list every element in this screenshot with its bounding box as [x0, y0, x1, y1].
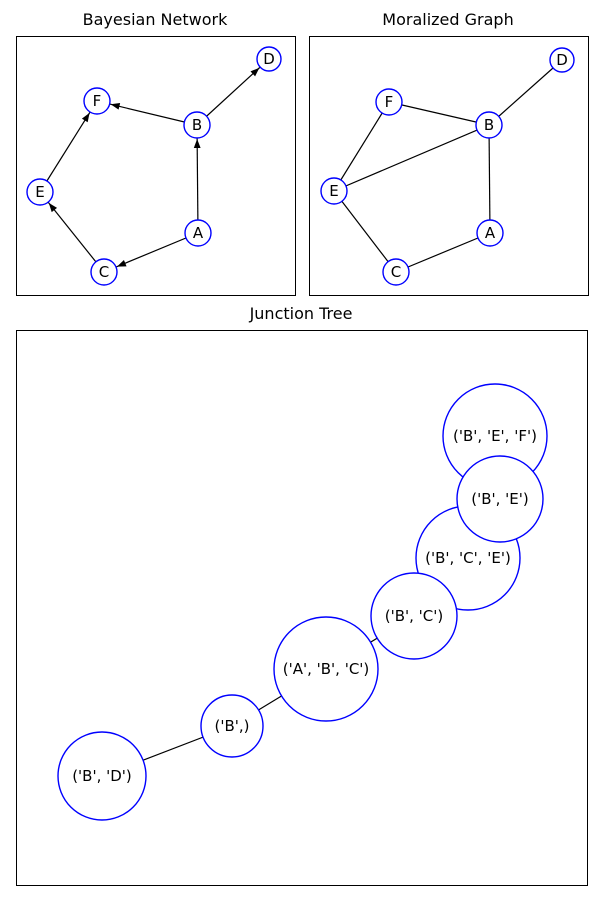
graph-node-BD[interactable]	[57, 731, 147, 821]
graph-node-BC[interactable]	[370, 572, 458, 660]
graph-node-B[interactable]	[200, 694, 264, 758]
graph-node-D[interactable]	[256, 46, 282, 72]
graph-node-B[interactable]	[183, 111, 211, 139]
graph-node-label-D: D	[263, 50, 275, 68]
graph-node-A[interactable]	[184, 219, 212, 247]
bayesian-network-title: Bayesian Network	[82, 10, 228, 29]
edge-B-E	[333, 124, 490, 192]
edge-A-C	[395, 232, 491, 273]
graph-node-B[interactable]	[475, 111, 503, 139]
graph-node-A[interactable]	[476, 219, 504, 247]
bayesian-network-subplot: Bayesian Network A B C D E F	[16, 10, 296, 296]
graph-node-label-C: C	[391, 263, 401, 281]
graph-node-label-BD: ('B', 'D')	[72, 767, 132, 785]
graph-node-label-C: C	[99, 263, 109, 281]
graph-node-C[interactable]	[382, 258, 410, 286]
graph-node-label-B: B	[192, 116, 202, 134]
arrowhead-B-F	[110, 103, 121, 110]
graph-node-label-A: A	[485, 224, 496, 242]
edge-B-F	[388, 101, 490, 126]
arrowhead-A-B	[193, 138, 201, 149]
junction-tree-subplot: Junction Tree ('B', 'E', 'F') ('B', 'C', …	[16, 304, 588, 886]
moralized-graph-graph: A B C D E F	[320, 47, 575, 286]
graph-node-label-E: E	[35, 183, 44, 201]
graph-node-label-B: B	[484, 116, 494, 134]
arrowhead-C-E	[48, 202, 58, 213]
edge-C-E	[333, 190, 397, 273]
graph-node-label-F: F	[385, 93, 394, 111]
arrowhead-B-D	[250, 67, 260, 77]
graph-node-label-ABC: ('A', 'B', 'C')	[283, 660, 370, 678]
graph-node-label-BEF: ('B', 'E', 'F')	[453, 427, 537, 445]
junction-tree-graph: ('B', 'E', 'F') ('B', 'C', 'E') ('B', 'E')…	[57, 383, 548, 821]
graph-node-D[interactable]	[549, 47, 575, 73]
graph-node-BE[interactable]	[456, 455, 544, 543]
graph-node-F[interactable]	[375, 88, 403, 116]
graph-node-E[interactable]	[320, 177, 348, 205]
edge-A-B	[488, 124, 491, 234]
graph-node-label-BE: ('B', 'E')	[471, 490, 529, 508]
graph-node-label-A: A	[193, 224, 204, 242]
graph-node-E[interactable]	[26, 178, 54, 206]
graph-node-label-D: D	[556, 51, 568, 69]
bayesian-network-plot-area: A B C D E F	[16, 36, 296, 296]
graph-node-label-BCE: ('B', 'C', 'E')	[425, 549, 511, 567]
arrowhead-A-C	[116, 260, 127, 267]
arrowhead-E-F	[81, 112, 90, 123]
bayesian-network-graph: A B C D E F	[26, 46, 282, 286]
graph-node-label-F: F	[93, 92, 102, 110]
graph-node-label-E: E	[329, 182, 338, 200]
graph-node-label-BC: ('B', 'C')	[385, 607, 444, 625]
graph-node-label-B: ('B',)	[214, 717, 249, 735]
graph-node-ABC[interactable]	[273, 616, 379, 722]
moralized-graph-title: Moralized Graph	[382, 10, 514, 29]
edge-B-D	[488, 59, 563, 126]
junction-tree-title: Junction Tree	[249, 304, 353, 323]
graph-node-F[interactable]	[83, 87, 111, 115]
graph-node-C[interactable]	[90, 258, 118, 286]
junction-tree-plot-area: ('B', 'E', 'F') ('B', 'C', 'E') ('B', 'E')…	[16, 330, 588, 886]
moralized-graph-plot-area: A B C D E F	[309, 36, 589, 296]
edge-E-F	[333, 101, 390, 192]
moralized-graph-subplot: Moralized Graph A B C D E F	[309, 10, 589, 296]
